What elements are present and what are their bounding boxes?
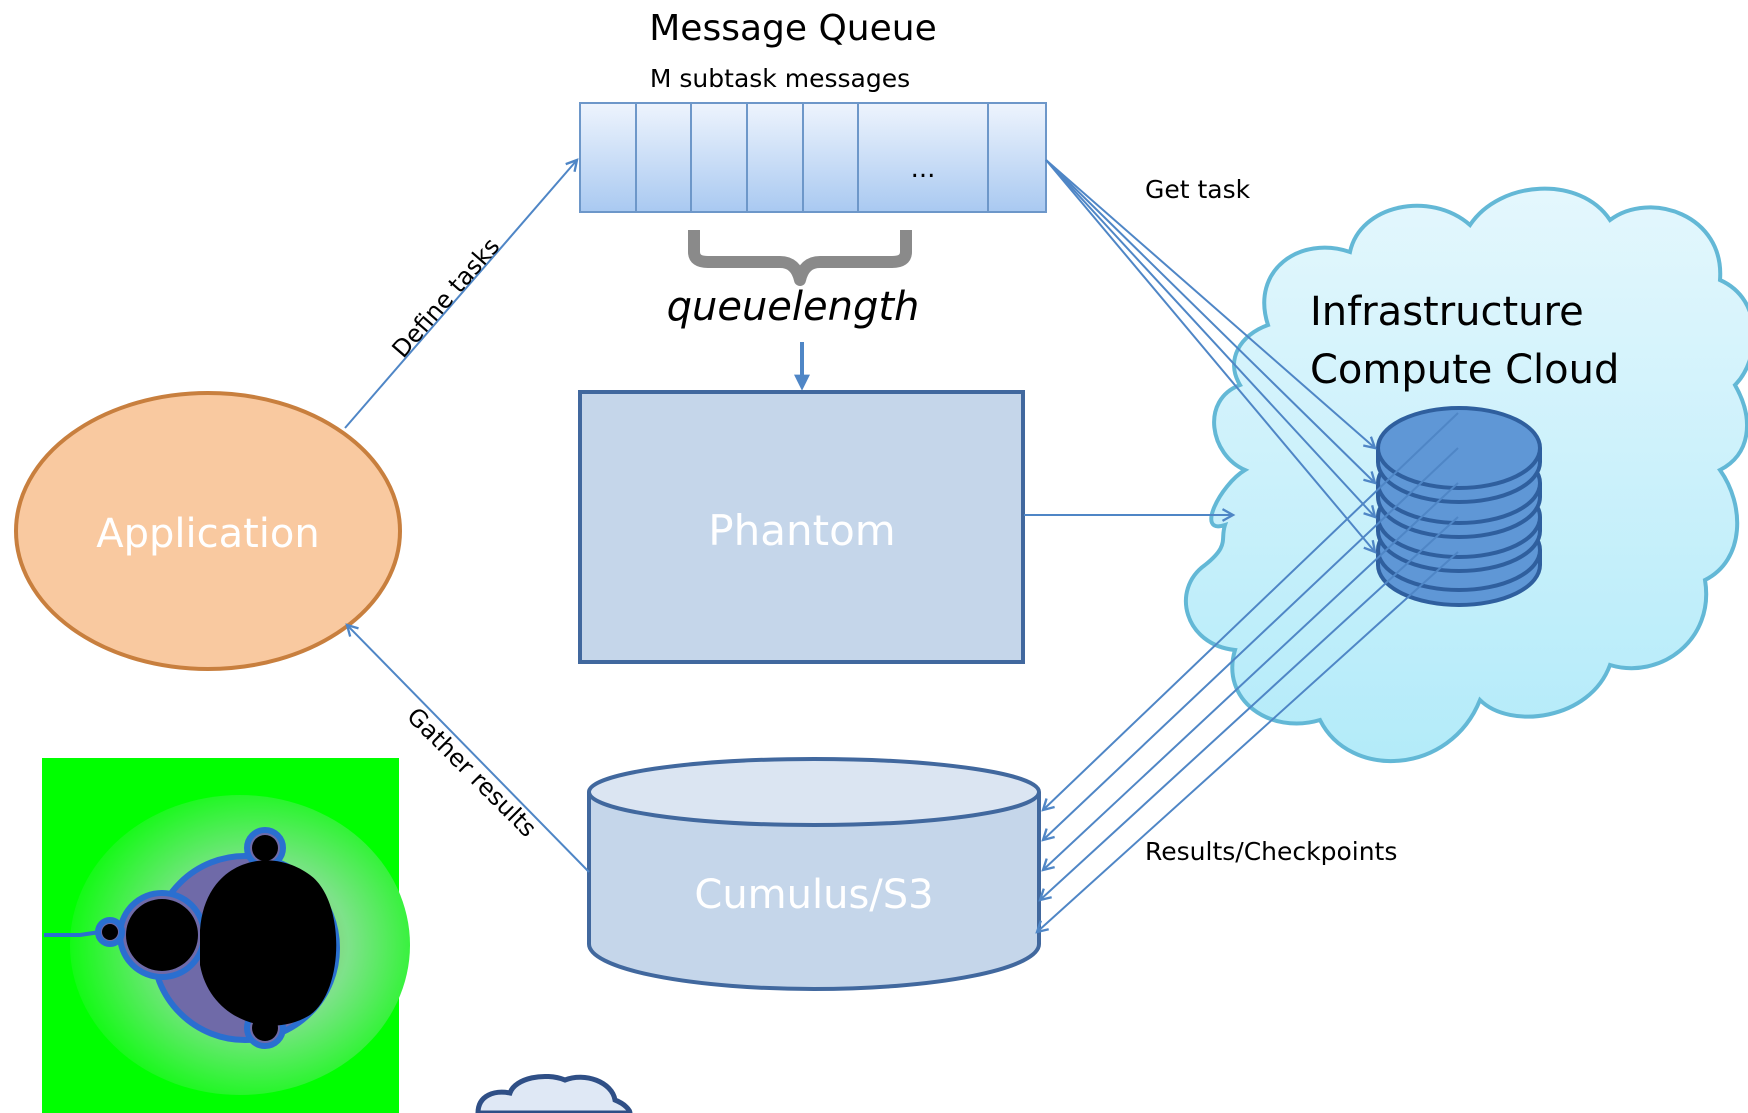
queue-ellipsis: ... [911, 154, 936, 184]
phantom-label: Phantom [708, 506, 895, 555]
application-ellipse [14, 391, 402, 671]
database-stack-icon [1376, 406, 1542, 607]
small-cloud-icon [475, 1073, 633, 1113]
cloud-label-line1: Infrastructure [1310, 289, 1584, 335]
message-queue: Message Queue M subtask messages ... que… [579, 8, 1047, 391]
cumulus-label: Cumulus/S3 [694, 872, 933, 918]
queue-length-label: queuelength [667, 284, 920, 330]
cumulus-cylinder-body [587, 792, 1041, 991]
application-label: Application [96, 511, 320, 557]
get-task-label: Get task [1145, 175, 1251, 204]
cloud-label-line2: Compute Cloud [1310, 347, 1619, 393]
edge-define-tasks: Define tasks [344, 160, 577, 429]
queue-length-brace [688, 230, 912, 286]
queue-title: Message Queue [649, 8, 937, 49]
edge-get-task [1045, 159, 1375, 552]
phantom-node: Phantom [578, 390, 1025, 664]
define-tasks-label: Define tasks [387, 232, 506, 363]
edge-results-checkpoints [1037, 412, 1459, 932]
results-checkpoints-label: Results/Checkpoints [1145, 837, 1397, 866]
gather-results-label: Gather results [401, 702, 541, 842]
queue-slot-dividers [635, 103, 989, 212]
cumulus-cylinder-top [587, 757, 1041, 827]
mandelbrot-image [42, 758, 410, 1113]
cumulus-node: Cumulus/S3 [587, 757, 1041, 991]
application-node: Application [14, 391, 402, 671]
queue-bar [579, 102, 1047, 213]
compute-cloud-node: Infrastructure Compute Cloud [1183, 186, 1748, 764]
queue-subtitle: M subtask messages [650, 64, 910, 93]
phantom-box [578, 390, 1025, 664]
